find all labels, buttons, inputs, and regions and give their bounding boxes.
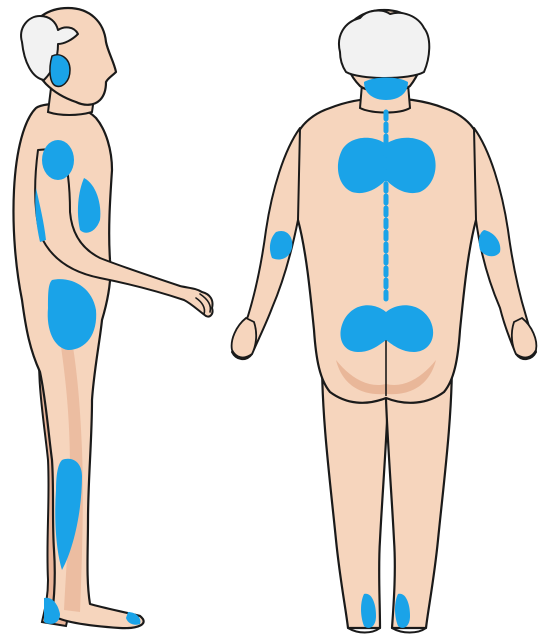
back-hair: [339, 11, 429, 78]
side-view-figure: [13, 8, 212, 628]
back-view-figure: [232, 10, 537, 633]
back-left-hand: [232, 318, 257, 357]
side-ear-pressure-area: [50, 55, 70, 87]
side-shoulder-pressure-area: [42, 140, 74, 180]
back-right-hand: [512, 318, 537, 357]
